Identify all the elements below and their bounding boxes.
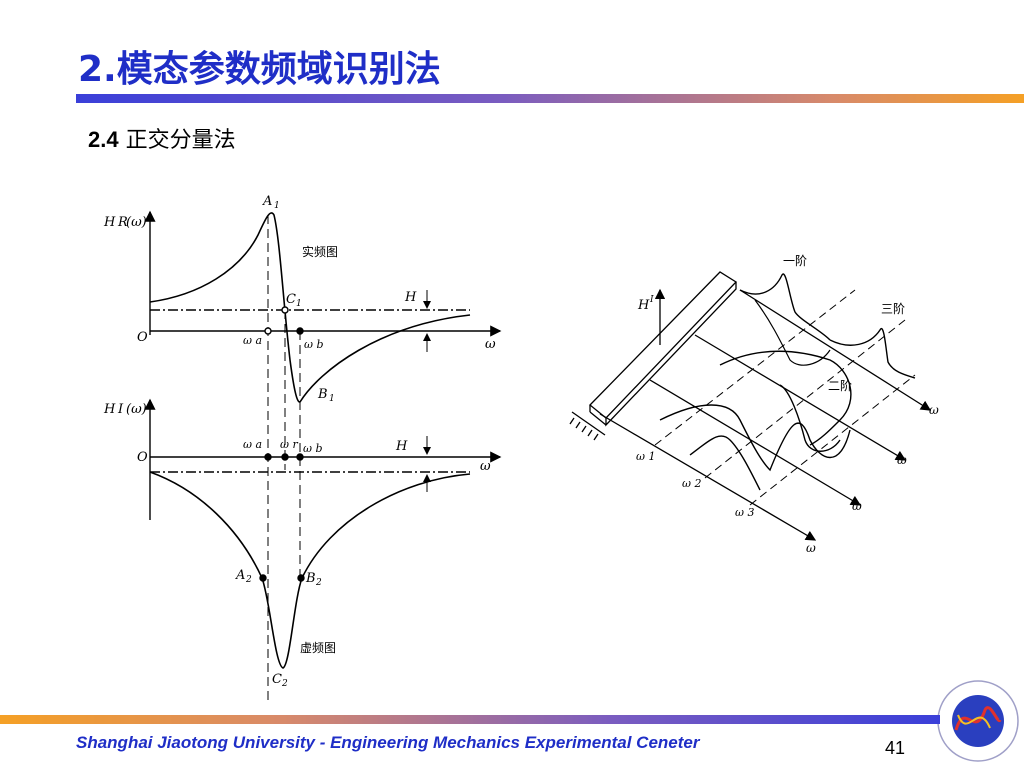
svg-text:2: 2 [245,575,252,585]
page-number: 41 [885,738,906,758]
real-frequency-plot [144,210,502,700]
footer-text: Shanghai Jiaotong University - Engineeri… [76,733,700,752]
svg-text:(ω): (ω) [126,402,147,417]
imag-origin: O [137,450,148,465]
svg-text:2: 2 [315,578,322,588]
imag-marker-wr: ω r [280,438,298,451]
imag-x-label: ω [480,459,491,474]
mode2-label: 二阶 [828,379,852,393]
svg-text:2: 2 [281,679,288,689]
three-d-y-label: H [637,298,650,313]
top-divider [76,94,1024,103]
svg-text:R: R [117,215,128,230]
point-c2: C [272,672,282,687]
point-c1: C [286,292,296,307]
svg-text:1: 1 [274,201,280,211]
imag-caption: 虚频图 [300,641,336,655]
point-b2: B [305,571,316,586]
imag-y-label: H [103,402,116,417]
svg-text:I: I [649,295,654,305]
mode1-label: 一阶 [783,254,807,268]
point-b1: B [317,387,328,402]
point-a2: A [235,568,245,583]
w3-label: ω 3 [735,506,754,519]
imag-marker-wa: ω a [243,438,262,451]
subtitle-text: 正交分量法 [125,128,236,153]
svg-text:1: 1 [329,394,335,404]
omega-label-2: ω [852,499,862,513]
w2-label: ω 2 [682,477,701,490]
vub-avrg-logo [937,680,1019,762]
real-caption: 实频图 [302,244,338,259]
subtitle-number: 2.4 [88,127,119,152]
mode3-label: 三阶 [881,302,905,316]
imag-frequency-plot [144,398,502,669]
svg-text:I: I [117,402,124,417]
three-d-figure [569,271,932,541]
real-curve [149,212,471,403]
omega-label-3: ω [897,453,907,467]
slide-title: 2.模态参数频域识别法 [78,49,441,90]
point-a1: A [262,194,272,209]
imag-marker-wb: ω b [303,442,323,455]
svg-text:1: 1 [296,299,302,309]
slide-subtitle: 2.4 正交分量法 [88,122,236,154]
real-asymptote-label: H [404,290,417,305]
real-origin: O [137,330,148,345]
omega-label-1: ω [806,541,816,555]
real-x-label: ω [485,337,496,352]
real-marker-wa: ω a [243,334,262,347]
omega-label-4: ω [929,403,939,417]
real-marker-wb: ω b [304,338,324,351]
w1-label: ω 1 [636,450,655,463]
imag-curve [149,471,471,669]
real-y-label: H [103,215,116,230]
imag-asymptote-label: H [395,439,408,454]
bottom-divider [0,715,940,724]
svg-text:(ω): (ω) [126,215,147,230]
